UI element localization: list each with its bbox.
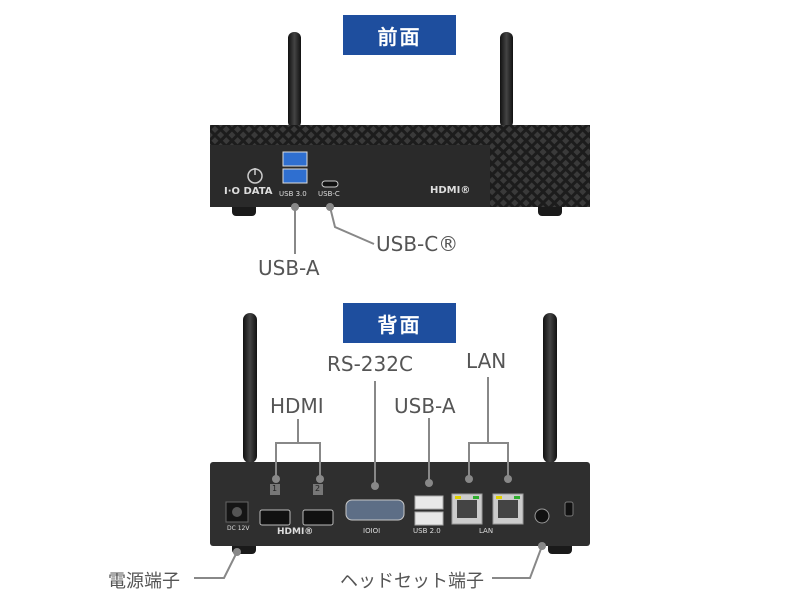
- front-hdmi-logo: HDMI®: [430, 185, 471, 196]
- hdmi-port-2-number: 2: [315, 484, 321, 493]
- security-lock-slot: [564, 501, 574, 517]
- lan-marking: LAN: [479, 527, 494, 535]
- front-antenna-left: [288, 32, 301, 128]
- hdmi-port-1: [259, 509, 291, 526]
- serial-port: [345, 499, 405, 521]
- usb3-port-bottom: [282, 168, 308, 184]
- usb30-marking: USB 3.0: [279, 190, 307, 198]
- front-usb-c-callout: USB-C®: [376, 232, 459, 256]
- front-antenna-right: [500, 32, 513, 128]
- front-usb-a-callout: USB-A: [258, 256, 320, 280]
- usb3-port-top: [282, 151, 308, 167]
- usb20-marking: USB 2.0: [413, 527, 441, 535]
- hdmi-port-1-number: 1: [272, 484, 278, 493]
- back-usb-a-callout: USB-A: [394, 394, 456, 418]
- lan-callout: LAN: [466, 349, 507, 373]
- back-section-header: 背面: [343, 303, 456, 343]
- hdmi-callout: HDMI: [270, 394, 324, 418]
- back-hdmi-logo: HDMI®: [277, 527, 314, 537]
- front-vent-mesh-right: [488, 125, 590, 207]
- usbc-marking: USB-C: [318, 190, 340, 198]
- headset-jack: [534, 508, 550, 524]
- dc-marking: DC 12V: [227, 525, 250, 532]
- power-terminal-callout: 電源端子: [108, 571, 180, 592]
- usbc-port: [321, 180, 339, 188]
- headset-terminal-callout: ヘッドセット端子: [340, 571, 484, 592]
- brand-logo: I·O DATA: [224, 186, 273, 197]
- hdmi-port-2: [302, 509, 334, 526]
- back-antenna-right: [543, 313, 557, 463]
- front-callout-lines: [294, 206, 375, 254]
- usb2-port-bottom: [414, 511, 444, 526]
- serial-marking: IOIOI: [363, 527, 381, 535]
- rs232c-callout: RS-232C: [327, 352, 413, 376]
- back-callout-lines: [194, 377, 543, 579]
- back-antenna-left: [243, 313, 257, 463]
- back-device: [210, 313, 590, 556]
- front-section-header: 前面: [343, 15, 456, 55]
- front-device: [210, 32, 590, 216]
- usb2-port-top: [414, 495, 444, 510]
